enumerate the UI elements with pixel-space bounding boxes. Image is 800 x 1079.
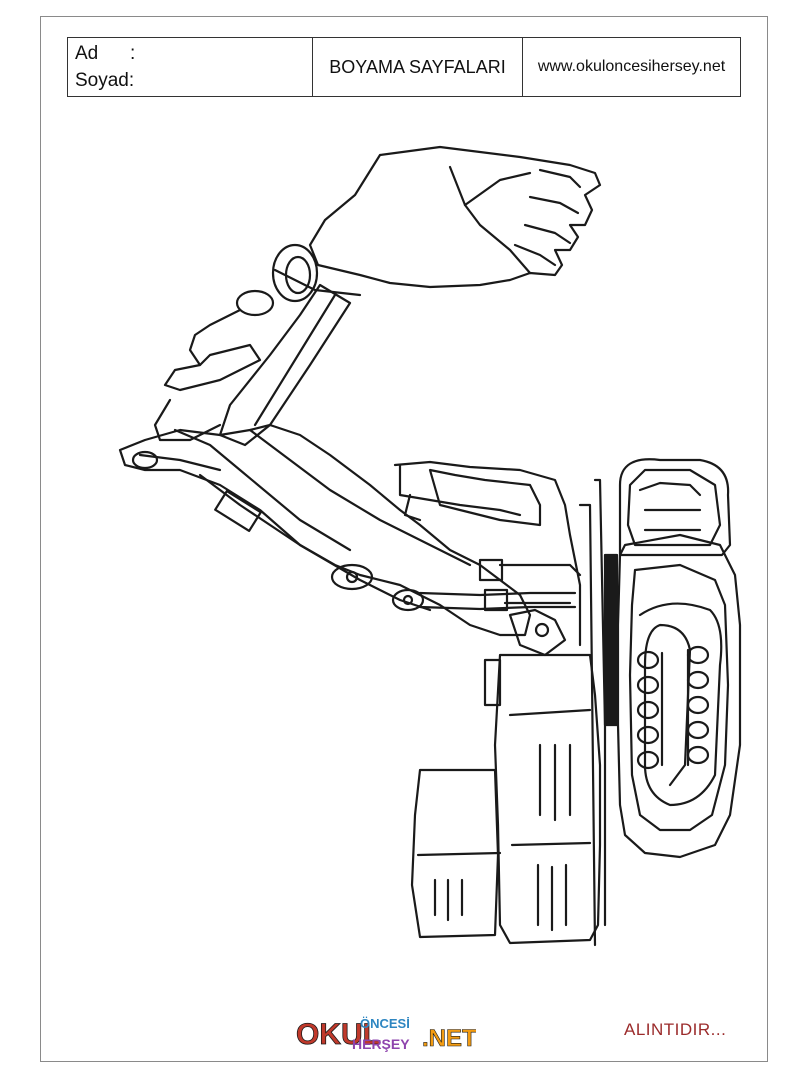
logo-net: .NET — [422, 1025, 476, 1052]
credit-text: ALINTIDIR... — [624, 1020, 727, 1039]
excavator-drawing — [100, 125, 750, 965]
name-colon: : — [130, 43, 136, 64]
logo-oncesi: ÖNCESİ — [360, 1016, 410, 1031]
name-cell: Ad : Soyad: — [68, 38, 313, 96]
website-cell: www.okuloncesihersey.net — [523, 38, 740, 96]
page-title: BOYAMA SAYFALARI — [329, 56, 506, 77]
logo-hersey: HERŞEY — [352, 1036, 410, 1052]
surname-label: Soyad: — [75, 70, 135, 91]
okuloncesihersey-logo: OKUL ÖNCESİ HERŞEY .NET — [296, 1016, 476, 1052]
excavator-icon — [118, 145, 742, 947]
name-label: Ad — [75, 43, 99, 64]
header-table: Ad : Soyad: BOYAMA SAYFALARI www.okulonc… — [67, 37, 741, 97]
logo-okul: OKUL — [296, 1018, 381, 1051]
page-border — [40, 16, 768, 1062]
website-url: www.okuloncesihersey.net — [537, 58, 726, 75]
title-cell: BOYAMA SAYFALARI — [313, 38, 523, 96]
